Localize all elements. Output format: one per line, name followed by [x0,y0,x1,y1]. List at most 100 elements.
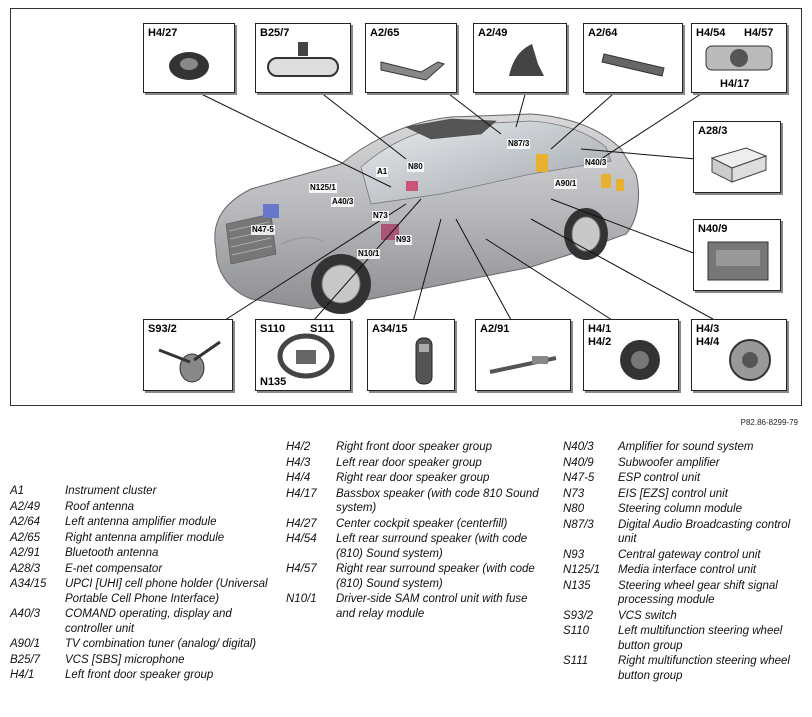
car-label-n40-3: N40/3 [584,158,608,168]
legend-description: EIS [EZS] control unit [618,487,728,500]
car-label-a40-3: A40/3 [331,197,355,207]
legend-item: N10/1 Driver-side SAM control unit with f… [286,592,548,621]
legend-description: Left rear door speaker group [336,456,482,469]
leader-lines [190,80,732,330]
part-box-s110: S110 S111 N135 [255,319,351,391]
legend-item: N125/1 Media interface control unit [563,563,808,578]
legend-description: Instrument cluster [65,485,157,497]
legend-description: Media interface control unit [618,564,757,576]
legend-item: A34/15 UPCI [UHI] cell phone holder (Univ… [10,577,272,606]
legend-code: N135 [563,579,591,592]
legend-code: A2/64 [10,516,41,528]
legend-code: H4/54 [286,533,317,545]
legend-description: Right rear door speaker group [336,472,490,484]
speaker-icon [729,339,771,381]
legend-code: H4/2 [286,441,311,453]
diagram-canvas [190,80,732,330]
legend-description: TV combination tuner (analog/ digital) [65,638,257,650]
bassbox-icon [705,45,773,71]
legend-description: VCS switch [618,609,677,622]
switch-icon [158,340,221,383]
legend-code: N10/1 [286,593,317,605]
car-label-n87-3: N87/3 [507,139,531,149]
legend-item: A1 Instrument cluster [10,484,272,499]
legend-code: A2/65 [10,531,41,544]
legend-description: E-net compensator [65,562,163,575]
figure-code: P82.86-8299-79 [740,418,798,427]
legend-code: H4/1 [10,669,35,681]
car-label-n73: N73 [372,211,389,221]
legend-code: A2/49 [10,500,41,513]
car-label-a90-1: A90/1 [554,179,578,189]
legend-item: A2/64 Left antenna amplifier module [10,515,272,530]
legend-description: Bluetooth antenna [65,547,159,559]
legend-description: ESP control unit [618,472,701,484]
legend-description: UPCI [UHI] cell phone holder (Universal … [65,578,268,605]
part-box-a2-65: A2/65 [365,23,457,93]
car-label-n125-1: N125/1 [309,183,337,193]
legend-description: Right multifunction steering wheel butto… [618,655,790,682]
legend-description: Driver-side SAM control unit with fuse a… [336,593,528,620]
legend-code: H4/57 [286,563,317,575]
legend-description: Bassbox speaker (with code 810 Sound sys… [336,487,539,515]
part-box-a28-3: A28/3 [693,121,781,193]
legend-description: VCS [SBS] microphone [65,653,185,666]
car-label-n80: N80 [407,162,424,172]
legend-code: N93 [563,548,585,561]
legend-description: Left antenna amplifier module [65,516,217,528]
car-label-n10-1: N10/1 [357,249,381,259]
legend-code: H4/17 [286,487,317,500]
legend-description: Digital Audio Broadcasting control unit [618,518,791,546]
part-box-n40-9: N40/9 [693,219,781,291]
phone-holder-icon [415,337,433,385]
legend-code: A40/3 [10,608,41,620]
legend-code: A2/91 [10,547,41,559]
part-box-s93-2: S93/2 [143,319,233,391]
component-location-diagram: H4/27 B25/7 A2/65 A2/49 A2/64 H4/54 H4/5… [10,8,802,406]
bluetooth-antenna-icon [489,356,557,374]
steering-wheel-icon [277,333,335,379]
antenna-icon [509,44,544,76]
legend-code: H4/27 [286,517,317,530]
speaker-icon [169,52,209,80]
legend-code: S110 [563,625,590,637]
legend-description: Right front door speaker group [336,441,492,453]
part-box-a2-64: A2/64 [583,23,683,93]
legend-item: H4/2 Right front door speaker group [286,440,548,455]
module-icon [601,53,665,77]
legend-description: Steering wheel gear shift signal process… [618,579,778,607]
part-box-h4-27: H4/27 [143,23,235,93]
car-illustration [214,113,640,314]
legend-description: Subwoofer amplifier [618,456,720,469]
legend-code: N125/1 [563,564,601,576]
legend-code: A34/15 [10,578,47,590]
legend-code: N73 [563,487,585,500]
legend-item: A2/91 Bluetooth antenna [10,546,272,561]
module-icon [380,61,445,81]
part-box-a2-91: A2/91 [475,319,571,391]
legend-code: A1 [10,485,25,497]
legend-item: H4/17 Bassbox speaker (with code 810 Soun… [286,487,548,516]
box-icon [710,147,768,183]
part-box-h4-3: H4/3 H4/4 [691,319,787,391]
legend-item: H4/57 Right rear surround speaker (with c… [286,562,548,591]
legend-description: Right rear surround speaker (with code (… [336,563,535,590]
car-label-n47-5: N47-5 [251,225,275,235]
legend-description: Center cockpit speaker (centerfill) [336,517,508,530]
part-box-b25-7: B25/7 [255,23,351,93]
legend-description: Steering column module [618,503,743,515]
